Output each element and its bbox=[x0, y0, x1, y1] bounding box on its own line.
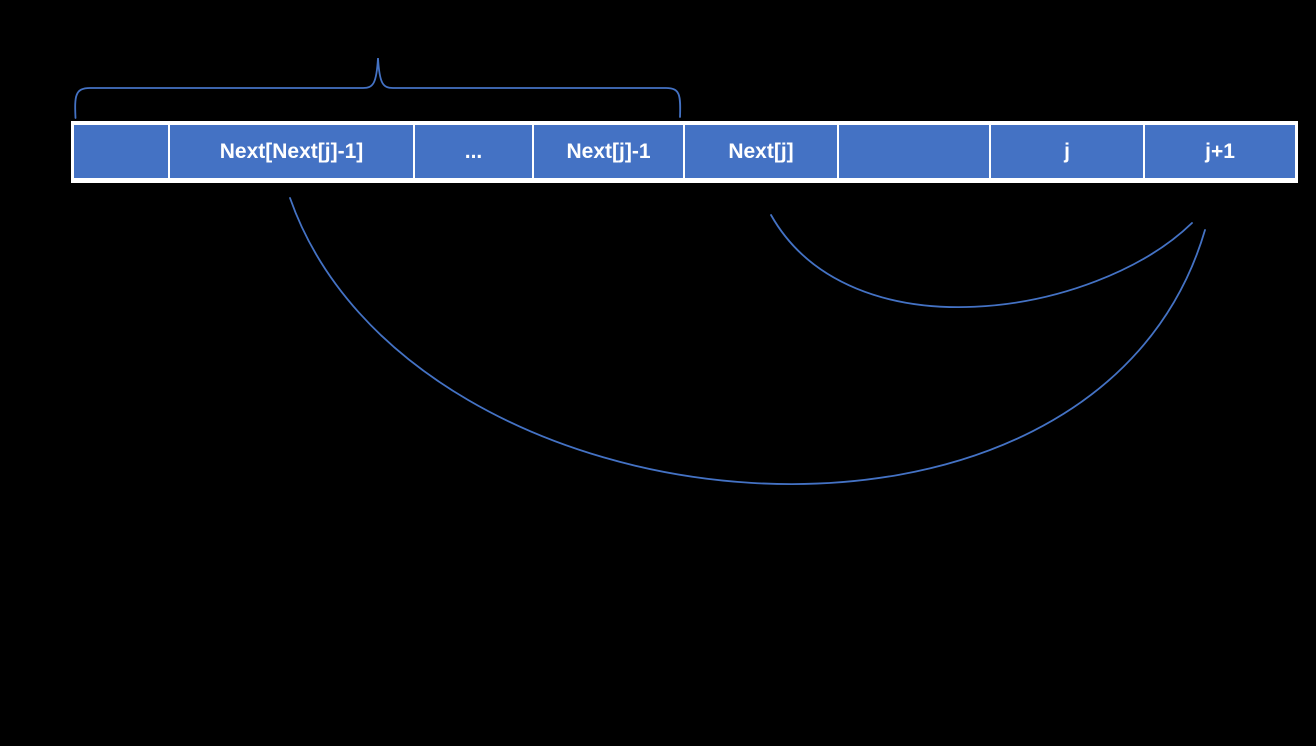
array-table: Next[Next[j]-1] ... Next[j]-1 Next[j] j … bbox=[71, 121, 1298, 183]
array-cell-j-plus-1: j+1 bbox=[1145, 125, 1295, 178]
array-cell-j: j bbox=[991, 125, 1143, 178]
short-arc-connector bbox=[770, 214, 1193, 308]
array-cell-blank-left bbox=[74, 125, 168, 178]
array-cell-next-j: Next[j] bbox=[685, 125, 837, 178]
curly-brace-shape bbox=[74, 57, 682, 119]
array-cell-blank-middle bbox=[839, 125, 989, 178]
array-cell-ellipsis: ... bbox=[415, 125, 532, 178]
array-cell-next-next-j-minus-1: Next[Next[j]-1] bbox=[170, 125, 413, 178]
long-arc-connector bbox=[289, 197, 1206, 485]
array-cell-next-j-minus-1: Next[j]-1 bbox=[534, 125, 683, 178]
